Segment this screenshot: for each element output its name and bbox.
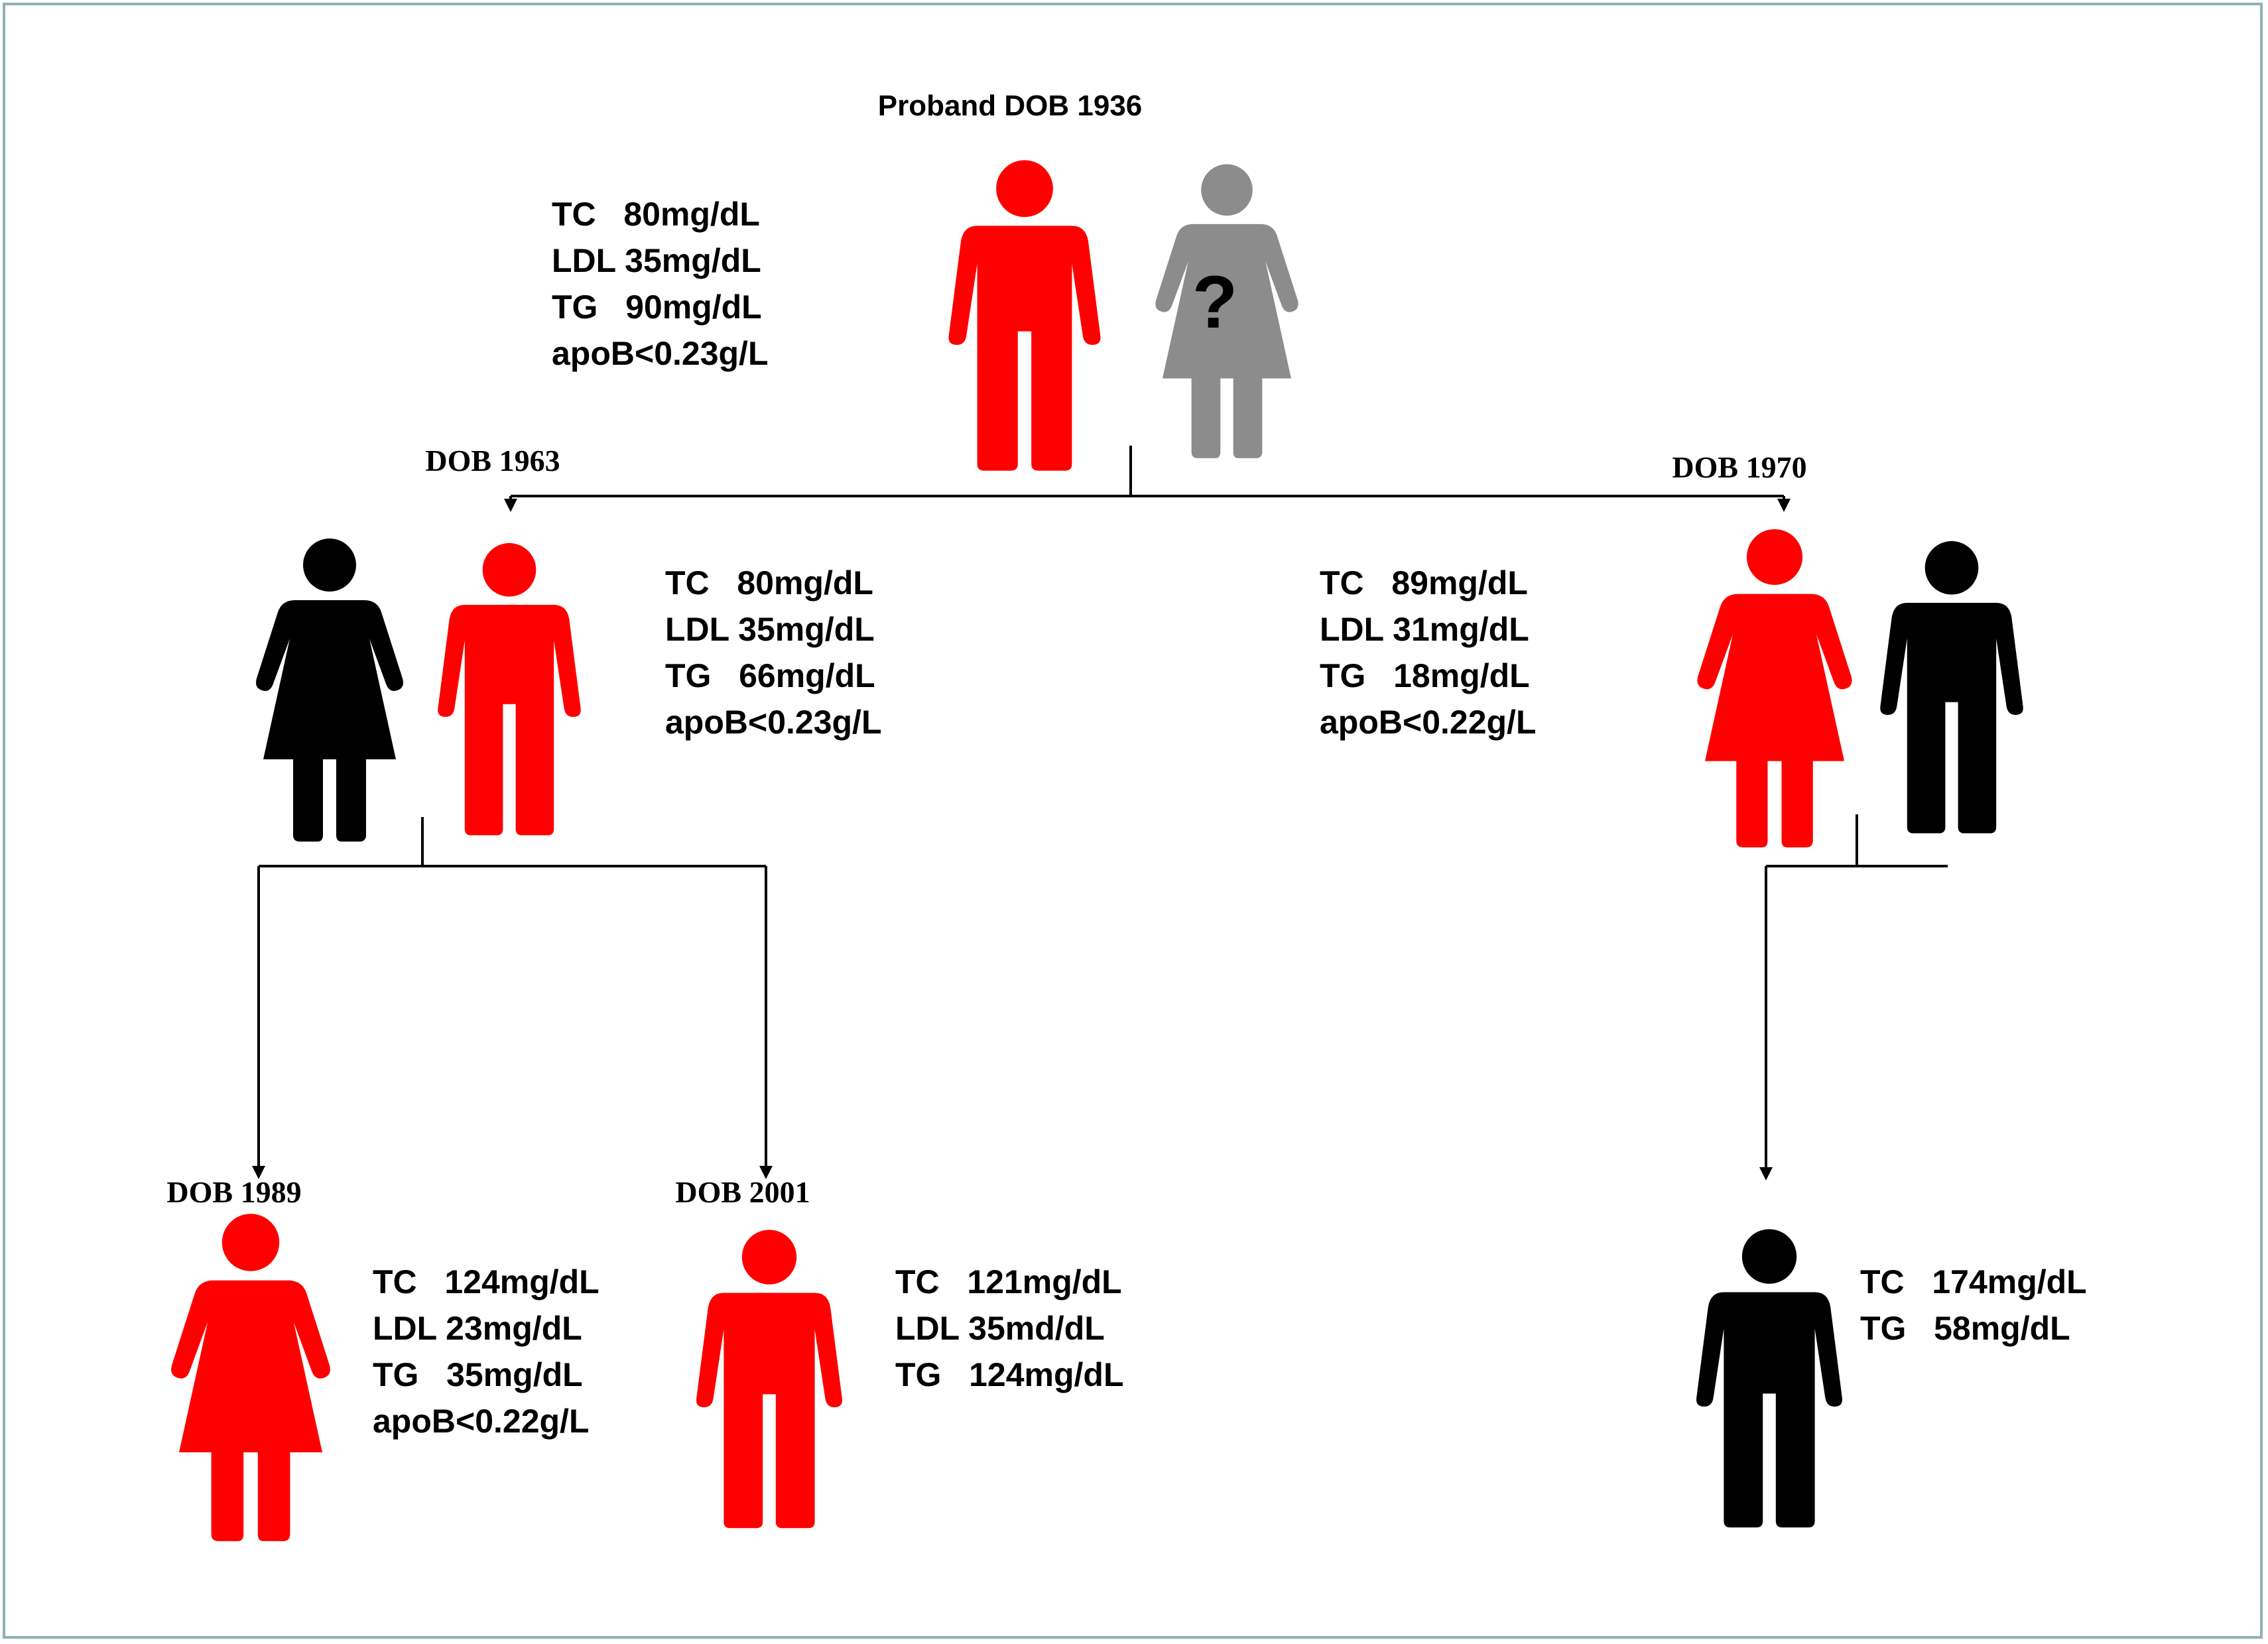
lab-line: TC 89mg/dL <box>1320 564 1528 601</box>
proband-male-figure <box>948 160 1101 471</box>
lab-line: LDL 35mg/dL <box>552 242 761 279</box>
grandson-lab-values: TC 174mg/dL TG 58mg/dL <box>1860 1263 2087 1347</box>
lab-line: LDL 35mg/dL <box>665 611 875 648</box>
question-mark: ? <box>1192 261 1237 344</box>
dob-label-2001: DOB 2001 <box>675 1175 810 1209</box>
lab-line: apoB<0.22g/L <box>1320 704 1537 741</box>
dob-label-1970: DOB 1970 <box>1672 450 1806 484</box>
dob-label-1989: DOB 1989 <box>166 1175 301 1209</box>
grandson-2001-lab-values: TC 121mg/dL LDL 35md/dL TG 124mg/dL <box>895 1263 1124 1393</box>
lab-line: LDL 31mg/dL <box>1320 611 1529 648</box>
lab-line: apoB<0.23g/L <box>665 704 882 741</box>
pedigree-lines <box>252 446 1948 1180</box>
lab-line: TG 66mg/dL <box>665 657 875 694</box>
proband-label: Proband DOB 1936 <box>878 90 1143 122</box>
arrow-1970 <box>1777 499 1791 512</box>
lab-line: apoB<0.23g/L <box>552 335 769 372</box>
lab-line: TC 80mg/dL <box>552 196 760 233</box>
son-1963-male-figure <box>438 542 581 836</box>
lab-line: TC 121mg/dL <box>895 1263 1122 1300</box>
lab-line: TC 80mg/dL <box>665 564 873 601</box>
daughter-1970-female-figure <box>1697 529 1852 848</box>
lab-line: TC 124mg/dL <box>373 1263 599 1300</box>
arrow-1963 <box>504 499 517 512</box>
lab-line: TG 124mg/dL <box>895 1356 1124 1393</box>
arrow-2001 <box>759 1166 773 1179</box>
lab-line: TG 35mg/dL <box>373 1356 583 1393</box>
lab-line: LDL 23mg/dL <box>373 1310 582 1347</box>
figure-frame <box>3 3 2263 1639</box>
spouse-female-figure <box>256 538 403 842</box>
spouse-male-figure <box>1880 540 2023 834</box>
arrow-gen4 <box>1759 1167 1773 1180</box>
lab-line: TG 58mg/dL <box>1860 1310 2070 1347</box>
proband-lab-values: TC 80mg/dL LDL 35mg/dL TG 90mg/dL apoB<0… <box>552 196 769 372</box>
son-1963-lab-values: TC 80mg/dL LDL 35mg/dL TG 66mg/dL apoB<0… <box>665 564 882 741</box>
granddaughter-1989-lab-values: TC 124mg/dL LDL 23mg/dL TG 35mg/dL apoB<… <box>373 1263 599 1440</box>
grandson-male-figure <box>1696 1229 1843 1528</box>
lab-line: apoB<0.22g/L <box>373 1403 590 1440</box>
daughter-1970-lab-values: TC 89mg/dL LDL 31mg/dL TG 18mg/dL apoB<0… <box>1320 564 1537 741</box>
lab-line: TC 174mg/dL <box>1860 1263 2087 1300</box>
lab-line: TG 90mg/dL <box>552 288 762 326</box>
arrow-1989 <box>252 1166 265 1179</box>
granddaughter-1989-female-figure <box>171 1214 330 1541</box>
lab-line: LDL 35md/dL <box>895 1310 1105 1347</box>
grandson-2001-male-figure <box>696 1230 843 1529</box>
dob-label-1963: DOB 1963 <box>425 444 560 477</box>
lab-line: TG 18mg/dL <box>1320 657 1530 694</box>
